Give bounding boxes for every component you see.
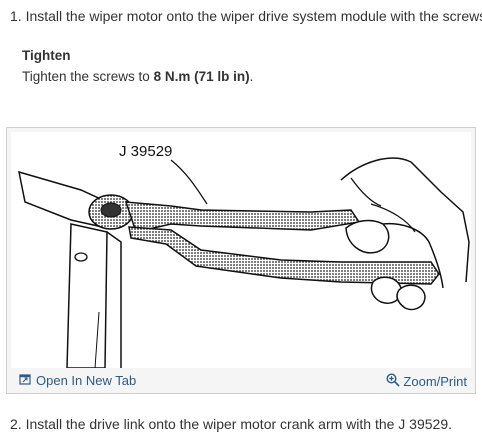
open-new-tab-icon [19, 373, 31, 388]
tool-label: J 39529 [119, 143, 172, 160]
step-2-text: Install the drive link onto the wiper mo… [25, 416, 453, 432]
open-in-new-tab-label: Open In New Tab [36, 373, 137, 388]
step-2: 2. Install the drive link onto the wiper… [10, 414, 452, 434]
step-1-number: 1. [10, 8, 22, 24]
zoom-print-label: Zoom/Print [403, 374, 467, 389]
tighten-instruction: Tighten the screws to 8 N.m (71 lb in). [22, 69, 253, 84]
torque-value: 8 N.m (71 lb in) [153, 69, 250, 84]
step-1: 1. Install the wiper motor onto the wipe… [10, 6, 482, 26]
tool-illustration[interactable]: J 39529 [11, 132, 471, 369]
tighten-heading: Tighten [22, 48, 71, 63]
tool-illustration-graphic: J 39529 [18, 143, 470, 369]
step-2-number: 2. [10, 416, 22, 432]
open-in-new-tab-link[interactable]: Open In New Tab [19, 373, 136, 388]
tighten-text-before: Tighten the screws to [22, 69, 154, 84]
figure-container: J 39529 Open In New Tab Zoom/Pri [6, 127, 476, 394]
tighten-text-after: . [249, 69, 254, 84]
zoom-print-link[interactable]: Zoom/Print [386, 373, 467, 390]
magnifier-plus-icon [386, 373, 400, 390]
step-1-text: Install the wiper motor onto the wiper d… [25, 8, 482, 24]
figure-toolbar: Open In New Tab Zoom/Print [7, 368, 475, 393]
